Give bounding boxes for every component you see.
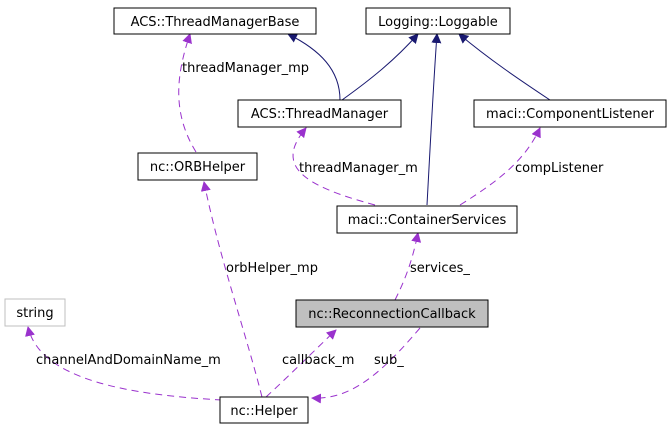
node-label: maci::ComponentListener xyxy=(486,107,655,122)
node-nc-orbhelper[interactable]: nc::ORBHelper xyxy=(137,152,258,181)
usage-orbhelper-mp xyxy=(200,181,263,398)
node-label: Logging::Loggable xyxy=(378,15,498,30)
usage-sub xyxy=(311,327,421,404)
inherit-threadmanager-from-threadmanagerbase xyxy=(287,33,341,101)
edge-label-complistener: compListener xyxy=(515,161,604,176)
edge-label-services: services_ xyxy=(410,261,470,276)
node-label: ACS::ThreadManager xyxy=(251,107,389,122)
edge-label-orbhelper-mp: orbHelper_mp xyxy=(226,261,318,276)
node-nc-helper[interactable]: nc::Helper xyxy=(219,396,309,424)
node-maci-componentlistener[interactable]: maci::ComponentListener xyxy=(473,99,667,128)
node-label: string xyxy=(16,306,53,321)
edge-label-callback-m: callback_m xyxy=(282,353,354,368)
node-string[interactable]: string xyxy=(4,298,66,327)
edge-label-sub: sub_ xyxy=(374,353,404,368)
edge-label-threadmanager-m: threadManager_m xyxy=(299,161,418,176)
node-maci-containerservices[interactable]: maci::ContainerServices xyxy=(336,205,518,234)
edge-label-threadmanager-mp: threadManager_mp xyxy=(182,61,309,76)
node-logging-loggable[interactable]: Logging::Loggable xyxy=(365,7,511,35)
usage-callback-m xyxy=(265,329,337,398)
usage-services xyxy=(394,232,422,301)
node-label: nc::ReconnectionCallback xyxy=(308,307,476,322)
node-label: ACS::ThreadManagerBase xyxy=(131,15,300,30)
node-acs-threadmanagerbase[interactable]: ACS::ThreadManagerBase xyxy=(113,7,317,35)
usage-threadmanager-mp xyxy=(178,33,197,153)
usage-threadmanager-m xyxy=(292,127,376,206)
inherit-containerservices-from-loggable xyxy=(426,33,442,206)
edge-label-channelanddomainname-m: channelAndDomainName_m xyxy=(36,353,221,368)
node-label: nc::Helper xyxy=(230,404,298,419)
node-acs-threadmanager[interactable]: ACS::ThreadManager xyxy=(237,99,402,128)
inherit-threadmanager-from-loggable xyxy=(341,33,419,101)
inherit-componentlistener-from-loggable xyxy=(458,33,551,101)
node-label: maci::ContainerServices xyxy=(348,213,507,228)
usage-complistener xyxy=(459,127,541,206)
node-label: nc::ORBHelper xyxy=(150,160,246,175)
node-nc-reconnectioncallback[interactable]: nc::ReconnectionCallback xyxy=(295,299,489,328)
